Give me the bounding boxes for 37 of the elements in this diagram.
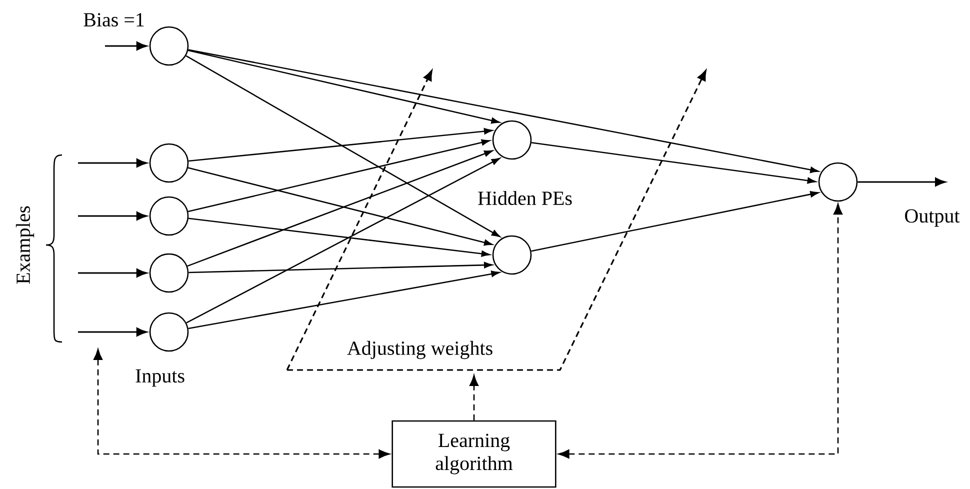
neuron-circle xyxy=(492,120,532,160)
neuron-circle xyxy=(149,196,189,236)
arrow xyxy=(94,348,390,458)
neuron-circle xyxy=(818,162,858,202)
arrow xyxy=(105,42,147,50)
arrow xyxy=(188,218,490,257)
examples-label: Examples xyxy=(14,204,36,286)
arrow xyxy=(188,167,493,246)
arrow xyxy=(78,212,147,220)
arrow xyxy=(558,204,842,458)
neuron-circle xyxy=(149,253,189,293)
arrow xyxy=(78,158,147,168)
arrow xyxy=(186,55,500,238)
arrow xyxy=(187,150,493,267)
arrow xyxy=(858,178,946,186)
neuron-circle xyxy=(149,312,189,352)
neuron-circle xyxy=(149,26,189,66)
arrow xyxy=(78,328,147,336)
weights-label: Adjusting weights xyxy=(346,340,494,360)
neuron-circle xyxy=(492,235,532,275)
layer-label: Hidden PEs xyxy=(476,190,574,206)
output-label: Output xyxy=(903,208,961,228)
process-box: Learning algorithm xyxy=(392,420,556,488)
arrow xyxy=(186,158,500,324)
arrow xyxy=(188,50,500,124)
arrow xyxy=(188,49,819,173)
arrow xyxy=(470,374,478,420)
arrow xyxy=(188,270,500,330)
arrow xyxy=(188,262,492,274)
arrow xyxy=(78,268,147,278)
layer-label: Inputs xyxy=(134,368,186,388)
arrow xyxy=(531,191,819,252)
arrow xyxy=(188,128,493,162)
arrow xyxy=(188,139,490,212)
bias-label: Bias =1 xyxy=(84,13,144,27)
arrow xyxy=(531,142,816,184)
neuron-circle xyxy=(149,143,189,183)
